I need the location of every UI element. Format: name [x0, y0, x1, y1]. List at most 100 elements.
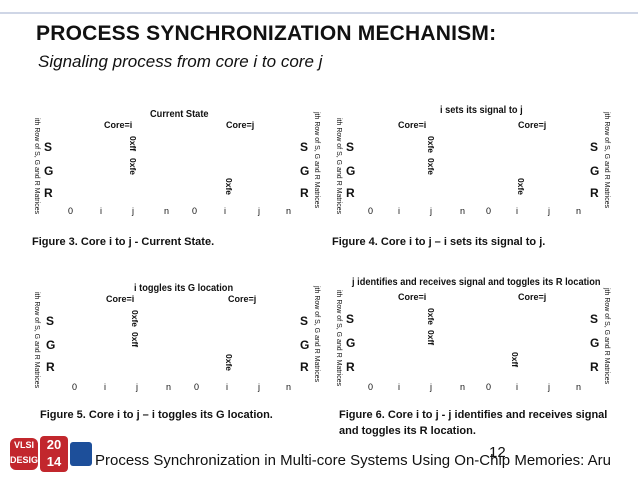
row-g-left: G	[44, 164, 54, 178]
slide-title: PROCESS SYNCHRONIZATION MECHANISM:	[36, 22, 497, 45]
axis-tick: n	[576, 206, 582, 216]
row-s-left: S	[46, 314, 55, 328]
value-r-j: 0xff	[510, 352, 520, 368]
slide-header: PROCESS SYNCHRONIZATION MECHANISM: Signa…	[0, 0, 638, 88]
row-label-left: ith Row of S, G and R Matrices	[33, 118, 40, 215]
value-g-i: 0xfe	[426, 158, 436, 176]
row-s-left: S	[346, 312, 355, 326]
axis-tick: j	[258, 382, 260, 392]
row-label-right: jth Row of S, G and R Matrices	[603, 112, 610, 209]
organization-logo	[70, 442, 92, 466]
figure-5-caption: Figure 5. Core i to j – i toggles its G …	[40, 409, 273, 421]
year-logo: 20 14	[40, 436, 68, 472]
axis-tick: 0	[368, 382, 374, 392]
figure-4-caption: Figure 4. Core i to j – i sets its signa…	[332, 236, 546, 248]
row-label-left: ith Row of S, G and R Matrices	[335, 290, 342, 387]
figure-4: i sets its signal to j ith Row of S, G a…	[332, 104, 624, 228]
axis-tick: n	[460, 206, 466, 216]
row-s-right: S	[300, 314, 309, 328]
row-s-right: S	[300, 140, 309, 154]
year-logo-text: 20 14	[46, 437, 62, 469]
axis-tick: j	[548, 382, 550, 392]
core-i-label: Core=i	[104, 120, 133, 130]
row-r-left: R	[44, 186, 53, 200]
axis-tick: i	[398, 382, 400, 392]
header-bar	[0, 0, 638, 14]
core-i-label: Core=i	[106, 294, 135, 304]
page-number: 12	[489, 444, 506, 461]
axis-tick: 0	[486, 382, 492, 392]
axis-tick: i	[104, 382, 106, 392]
row-label-right: jth Row of S, G and R Matrices	[313, 286, 320, 383]
value-s-i: 0xff	[128, 136, 138, 152]
axis-tick: i	[100, 206, 102, 216]
row-g-left: G	[346, 164, 356, 178]
value-g-i: 0xff	[130, 332, 140, 348]
figure-6-caption: Figure 6. Core i to j - j identifies and…	[339, 409, 608, 437]
figure-3-caption: Figure 3. Core i to j - Current State.	[32, 236, 215, 248]
row-g-left: G	[46, 338, 56, 352]
row-r-right: R	[590, 360, 599, 374]
core-i-label: Core=i	[398, 120, 427, 130]
slide-footer: VLSI DESIGN 20 14 Process Synchronizatio…	[0, 432, 638, 478]
axis-tick: 0	[72, 382, 78, 392]
row-g-right: G	[300, 164, 310, 178]
row-s-left: S	[44, 140, 53, 154]
axis-tick: n	[166, 382, 172, 392]
row-r-left: R	[346, 360, 355, 374]
axis-tick: j	[132, 206, 134, 216]
axis-tick: i	[516, 206, 518, 216]
row-g-right: G	[590, 336, 600, 350]
row-r-right: R	[300, 186, 309, 200]
core-j-label: Core=j	[228, 294, 257, 304]
axis-tick: i	[398, 206, 400, 216]
axis-tick: j	[430, 206, 432, 216]
figure-title: i toggles its G location	[134, 282, 234, 294]
core-j-label: Core=j	[518, 120, 547, 130]
value-r-j: 0xfe	[224, 178, 234, 196]
row-g-left: G	[346, 336, 356, 350]
value-r-j: 0xfe	[224, 354, 234, 372]
axis-tick: 0	[192, 206, 198, 216]
vlsi-logo-text: VLSI DESIGN	[10, 440, 45, 465]
axis-tick: i	[516, 382, 518, 392]
value-g-i: 0xfe	[128, 158, 138, 176]
value-s-i: 0xfe	[426, 308, 436, 326]
row-r-right: R	[590, 186, 599, 200]
axis-tick: j	[430, 382, 432, 392]
axis-tick: n	[460, 382, 466, 392]
row-s-right: S	[590, 312, 599, 326]
axis-tick: j	[548, 206, 550, 216]
row-label-left: ith Row of S, G and R Matrices	[33, 292, 40, 389]
figure-title: Current State	[150, 108, 209, 120]
vlsi-logo: VLSI DESIGN	[10, 438, 45, 470]
row-g-right: G	[590, 164, 600, 178]
row-r-left: R	[346, 186, 355, 200]
figure-3: Current State ith Row of S, G and R Matr…	[30, 104, 322, 228]
axis-tick: n	[164, 206, 170, 216]
row-label-right: jth Row of S, G and R Matrices	[313, 112, 320, 209]
axis-tick: j	[136, 382, 138, 392]
value-g-i: 0xff	[426, 330, 436, 346]
axis-tick: 0	[368, 206, 374, 216]
figure-5: i toggles its G location ith Row of S, G…	[30, 280, 322, 404]
axis-tick: i	[226, 382, 228, 392]
row-s-right: S	[590, 140, 599, 154]
axis-tick: j	[258, 206, 260, 216]
value-r-j: 0xfe	[516, 178, 526, 196]
row-g-right: G	[300, 338, 310, 352]
core-j-label: Core=j	[518, 292, 547, 302]
row-s-left: S	[346, 140, 355, 154]
figure-title: j identifies and receives signal and tog…	[352, 276, 601, 288]
core-i-label: Core=i	[398, 292, 427, 302]
value-s-i: 0xfe	[426, 136, 436, 154]
figure-6: j identifies and receives signal and tog…	[332, 276, 624, 400]
row-label-right: jth Row of S, G and R Matrices	[603, 288, 610, 385]
axis-tick: n	[576, 382, 582, 392]
figure-title: i sets its signal to j	[440, 104, 523, 116]
axis-tick: n	[286, 382, 292, 392]
footer-text: Process Synchronization in Multi-core Sy…	[95, 452, 612, 469]
row-label-left: ith Row of S, G and R Matrices	[335, 118, 342, 215]
core-j-label: Core=j	[226, 120, 255, 130]
row-r-left: R	[46, 360, 55, 374]
